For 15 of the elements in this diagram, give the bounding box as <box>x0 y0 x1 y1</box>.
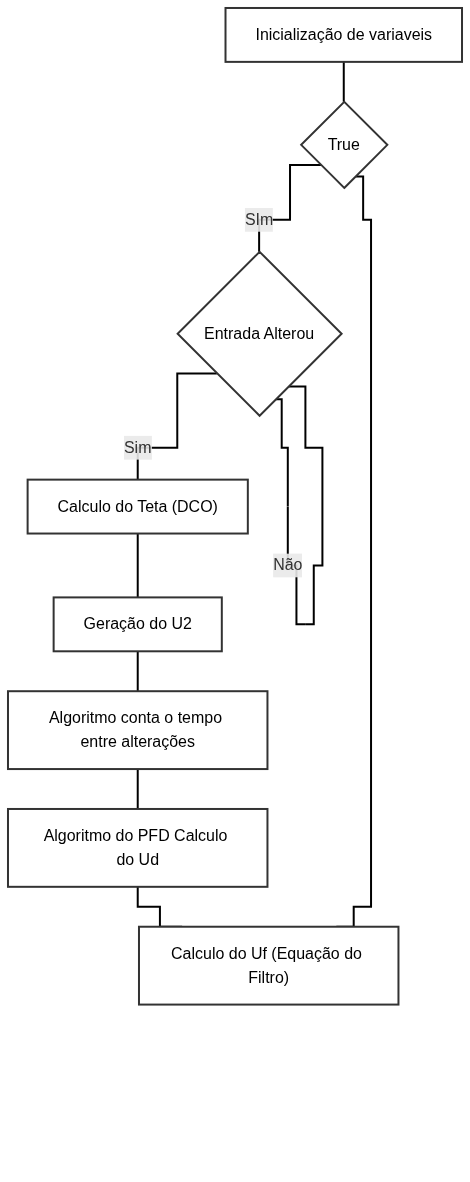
edge-label: Sim <box>123 438 152 456</box>
node-box: Calculo do Teta (DCO) <box>26 478 249 535</box>
connector <box>136 532 139 599</box>
node-diamond: Entrada Alterou <box>176 250 343 418</box>
connector <box>136 650 139 693</box>
connector <box>136 768 139 810</box>
connector <box>342 60 345 103</box>
node-box: Algoritmo do PFD Calculo do Ud <box>7 807 269 888</box>
node-diamond: True <box>299 100 389 190</box>
node-box: Inicialização de variaveis <box>224 7 463 63</box>
node-box: Geração do U2 <box>52 596 223 653</box>
edge-label: SIm <box>244 210 274 228</box>
node-box: Calculo do Uf (Equação do Filtro) <box>138 925 400 1006</box>
node-box: Algoritmo conta o tempo entre alterações <box>7 690 269 771</box>
edge-label: Não <box>273 556 303 574</box>
